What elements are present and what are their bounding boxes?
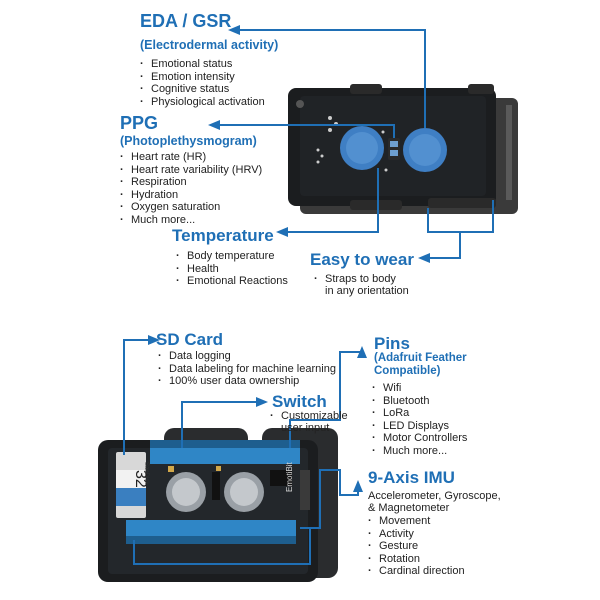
list-item: Cognitive status [140,83,265,96]
arrow-heads [148,25,430,492]
list-item: Physiological activation [140,96,265,109]
pins-list: Wifi Bluetooth LoRa LED Displays Motor C… [372,382,467,457]
eda-list: Emotional status Emotion intensity Cogni… [140,58,265,108]
pin-header-top [150,440,300,464]
imu-intro-2: & Magnetometer [368,502,450,514]
list-item: LoRa [372,407,467,420]
list-item: Heart rate variability (HRV) [120,164,262,177]
switch-text-cont: user input [281,422,330,434]
list-item: Bluetooth [372,395,467,408]
pins-subtitle-1: (Adafruit Feather [374,352,467,364]
easy-to-wear-title: Easy to wear [310,250,414,269]
list-item: Oxygen saturation [120,201,262,214]
imu-intro-1: Accelerometer, Gyroscope, [368,490,501,502]
top-device [288,84,518,214]
ppg-list: Heart rate (HR) Heart rate variability (… [120,151,262,226]
pins-subtitle-2: Compatible) [374,365,441,377]
pins-title: Pins [374,334,410,353]
pin-header-bottom [126,520,296,544]
list-item: Hydration [120,189,262,202]
list-item: Data logging [158,350,336,363]
easy-to-wear-list: Straps to body [314,273,396,286]
list-item: Movement [368,515,465,528]
list-item: Emotional status [140,58,265,71]
list-item: Straps to body [314,273,396,286]
sd-card-number: 32 [132,470,149,488]
switch-title: Switch [272,392,327,411]
easy-to-wear-text-cont: in any orientation [325,285,409,297]
imu-title: 9-Axis IMU [368,468,455,487]
list-item: Heart rate (HR) [120,151,262,164]
sd-card-brand: SanDisk [143,462,149,485]
ppg-subtitle: (Photoplethysmogram) [120,134,257,148]
list-item: Rotation [368,553,465,566]
temperature-list: Body temperature Health Emotional Reacti… [176,250,288,288]
list-item: Much more... [120,214,262,227]
imu-list: Movement Activity Gesture Rotation Cardi… [368,515,465,578]
sd-card-list: Data logging Data labeling for machine l… [158,350,336,388]
list-item: Cardinal direction [368,565,465,578]
list-item: Respiration [120,176,262,189]
list-item: Emotional Reactions [176,275,288,288]
list-item: Activity [368,528,465,541]
list-item: Health [176,263,288,276]
sd-card-title: SD Card [156,330,224,349]
list-item: Data labeling for machine learning [158,363,336,376]
list-item: Body temperature [176,250,288,263]
list-item: Motor Controllers [372,432,467,445]
list-item: Emotion intensity [140,71,265,84]
bottom-device [98,428,338,582]
list-item: Much more... [372,445,467,458]
list-item: LED Displays [372,420,467,433]
board-name: EmotiBit [285,461,294,492]
eda-subtitle: (Electrodermal activity) [140,38,279,52]
list-item: Customizable [270,410,348,423]
temperature-title: Temperature [172,226,274,245]
list-item: 100% user data ownership [158,375,336,388]
eda-title: EDA / GSR [140,11,232,31]
switch-list: Customizable [270,410,348,423]
ppg-title: PPG [120,113,159,133]
list-item: Wifi [372,382,467,395]
list-item: Gesture [368,540,465,553]
